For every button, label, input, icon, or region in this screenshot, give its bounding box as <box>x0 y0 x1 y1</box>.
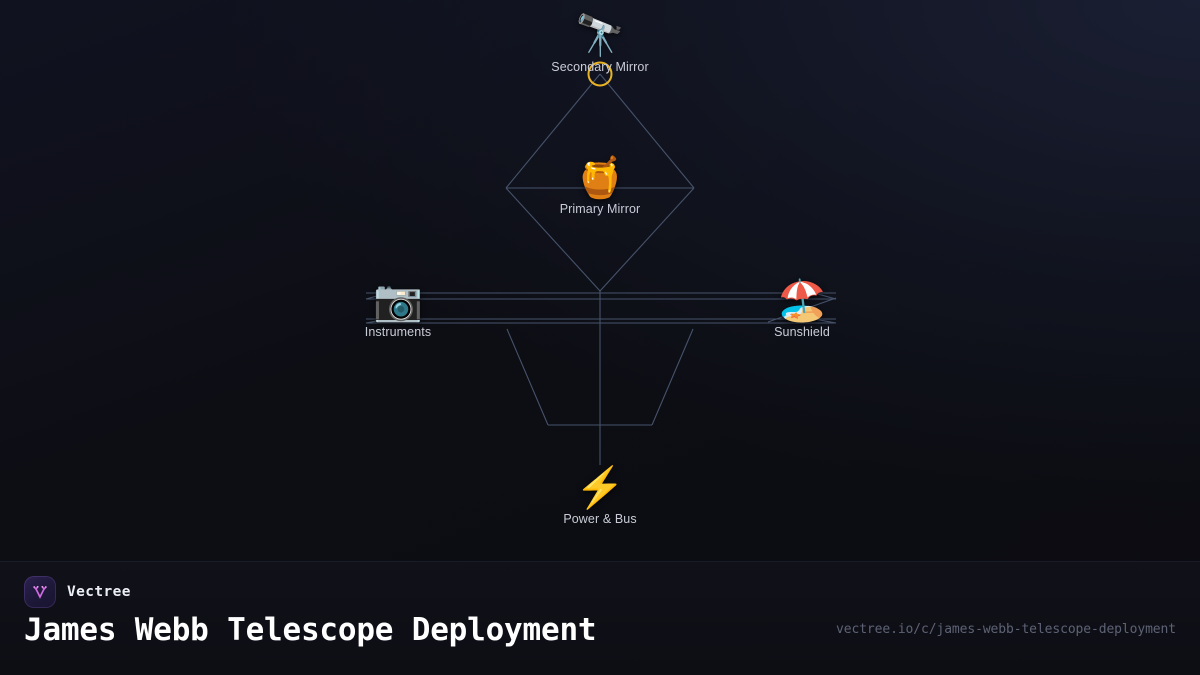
beach-umbrella-icon: 🏖️ <box>777 279 827 323</box>
edge-sunshield-diagonal <box>767 297 837 323</box>
edge-secondary-to-left <box>505 73 601 189</box>
edge-secondary-to-right <box>599 73 695 189</box>
node-label-secondary-mirror: Secondary Mirror <box>551 60 649 74</box>
node-label-power-and-bus: Power & Bus <box>563 512 637 526</box>
edge-sunshield-corner-upper <box>813 292 837 300</box>
node-power-and-bus[interactable]: ⚡ Power & Bus <box>505 466 695 526</box>
telescope-icon: 🔭 <box>575 14 625 58</box>
lightning-bolt-icon: ⚡ <box>575 466 625 510</box>
edge-sunshield-corner-lower <box>813 318 837 324</box>
node-secondary-mirror[interactable]: 🔭 Secondary Mirror <box>505 14 695 74</box>
edge-trapezoid-left <box>506 328 549 426</box>
node-sunshield[interactable]: 🏖️ Sunshield <box>707 279 897 339</box>
honey-pot-icon: 🍯 <box>575 156 625 200</box>
node-label-instruments: Instruments <box>364 325 432 339</box>
edge-left-to-bottom <box>505 187 601 292</box>
page-title: James Webb Telescope Deployment <box>24 612 597 648</box>
edge-trapezoid-right <box>651 328 694 426</box>
camera-icon: 📷 <box>373 279 423 323</box>
share-url: vectree.io/c/james-webb-telescope-deploy… <box>836 622 1176 637</box>
node-label-sunshield: Sunshield <box>774 325 830 339</box>
brand-name: Vectree <box>67 584 131 600</box>
node-primary-mirror[interactable]: 🍯 Primary Mirror <box>505 156 695 216</box>
diagram-edges <box>365 61 837 465</box>
secondary-mirror-highlight-ring <box>587 61 613 87</box>
edge-instruments-corner-lower <box>365 318 389 324</box>
edge-right-to-bottom <box>599 187 695 292</box>
footer-bar: Vectree James Webb Telescope Deployment … <box>0 561 1200 675</box>
node-instruments[interactable]: 📷 Instruments <box>303 279 493 339</box>
brand-row: Vectree <box>24 576 131 608</box>
diagram-canvas[interactable]: 🔭 Secondary Mirror 🍯 Primary Mirror 📷 In… <box>0 0 1200 562</box>
node-label-primary-mirror: Primary Mirror <box>559 202 641 216</box>
edge-instruments-corner-upper <box>365 292 389 300</box>
vectree-logo-icon <box>24 576 56 608</box>
